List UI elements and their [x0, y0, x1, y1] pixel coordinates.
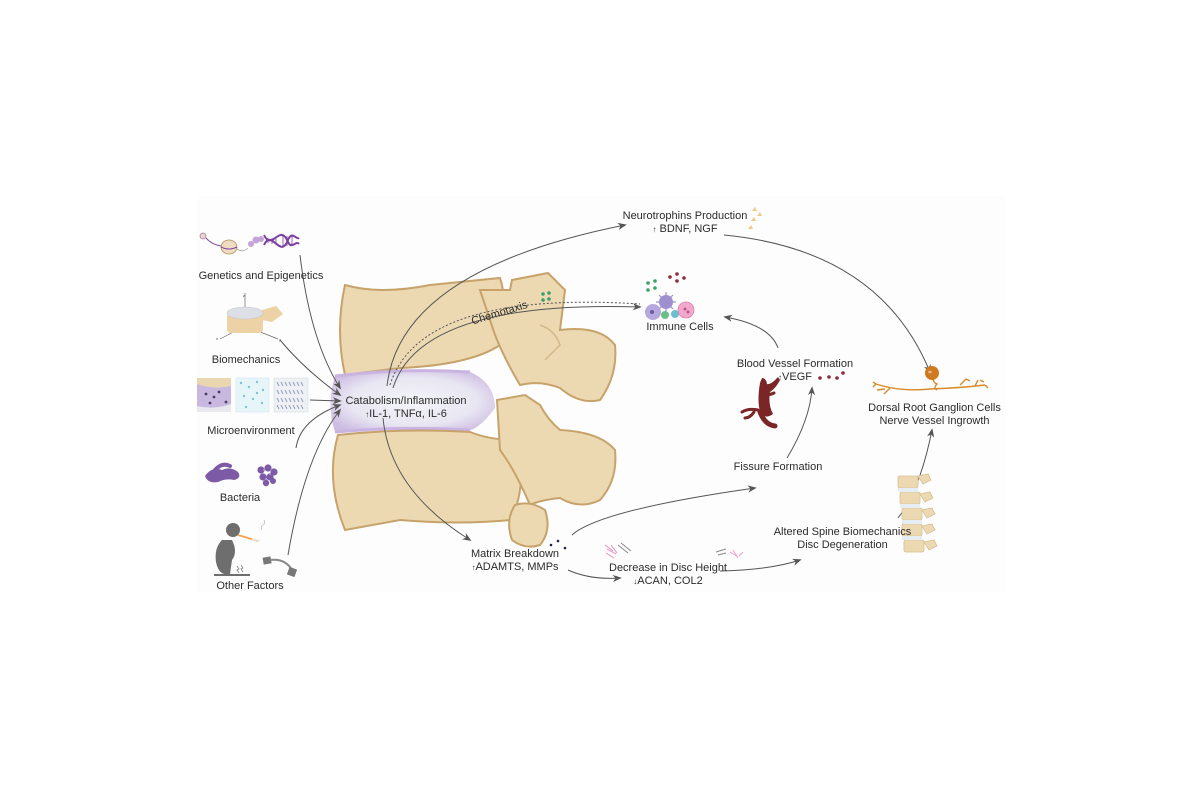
vertebra-axes-icon: z x y — [216, 293, 283, 342]
spine-subtitle: Disc Degeneration — [797, 539, 888, 551]
spine-column-icon — [897, 473, 938, 553]
disc-height-markers: ACAN, COL2 — [637, 575, 703, 587]
spine-title: Altered Spine Biomechanics — [773, 526, 912, 538]
node-altered-spine: Altered Spine Biomechanics Disc Degenera… — [770, 526, 915, 552]
collagen-fragments-icon — [604, 542, 744, 559]
tissue-tiles-icon — [197, 377, 309, 413]
node-disc-height: Decrease in Disc Height ↓ACAN, COL2 — [606, 562, 730, 588]
ganglion-cell-body — [925, 366, 939, 380]
increase-arrow-icon: ↑ — [652, 225, 657, 234]
label-other-factors: Other Factors — [216, 580, 284, 592]
label-genetics: Genetics and Epigenetics — [198, 270, 324, 282]
neurotrophins-title: Neurotrophins Production — [622, 210, 748, 222]
svg-text:z: z — [243, 293, 245, 298]
decrease-arrow-icon: ↓ — [633, 577, 638, 586]
blood-vessel-title: Blood Vessel Formation — [736, 358, 854, 370]
label-biomechanics: Biomechanics — [211, 354, 281, 366]
center-title: Catabolism/Inflammation — [345, 395, 467, 407]
svg-text:x: x — [216, 336, 218, 341]
drg-subtitle: Nerve Vessel Ingrowth — [879, 415, 990, 427]
dna-icon — [199, 232, 300, 255]
neurotrophin-particles-icon — [748, 207, 762, 229]
increase-arrow-icon: ↑ — [471, 563, 476, 572]
vegf-particles-icon — [818, 371, 845, 380]
node-immune-cells: Immune Cells — [646, 321, 714, 333]
matrix-fragments-icon — [549, 539, 567, 550]
label-bacteria: Bacteria — [219, 492, 261, 504]
drg-title: Dorsal Root Ganglion Cells — [868, 402, 1001, 414]
disc-height-title: Decrease in Disc Height — [609, 562, 727, 574]
node-fissure: Fissure Formation — [733, 461, 823, 473]
bacteria-icon — [205, 462, 278, 487]
svg-text:y: y — [279, 337, 281, 342]
matrix-markers: ADAMTS, MMPs — [475, 561, 559, 573]
neurotrophins-markers: BDNF, NGF — [659, 223, 718, 235]
center-markers: IL-1, TNFα, IL-6 — [369, 408, 447, 420]
matrix-title: Matrix Breakdown — [470, 548, 560, 560]
increase-arrow-icon: ↑ — [365, 410, 370, 419]
obesity-smoking-icon — [214, 519, 298, 578]
node-matrix-breakdown: Matrix Breakdown ↑ADAMTS, MMPs — [465, 548, 565, 574]
node-blood-vessel: Blood Vessel Formation ↑VEGF — [730, 358, 860, 384]
center-node: Catabolism/Inflammation ↑IL-1, TNFα, IL-… — [336, 395, 476, 421]
increase-arrow-icon: ↑ — [778, 373, 783, 382]
node-drg: Dorsal Root Ganglion Cells Nerve Vessel … — [862, 402, 1007, 428]
node-neurotrophins: Neurotrophins Production ↑ BDNF, NGF — [610, 210, 760, 236]
input-arrows — [279, 254, 342, 556]
spine-vertebrae — [330, 271, 617, 548]
label-microenvironment: Microenvironment — [207, 425, 295, 437]
immune-cells-icon — [645, 272, 695, 320]
blood-vessel-icon — [740, 377, 780, 429]
blood-vessel-markers: VEGF — [782, 371, 812, 383]
